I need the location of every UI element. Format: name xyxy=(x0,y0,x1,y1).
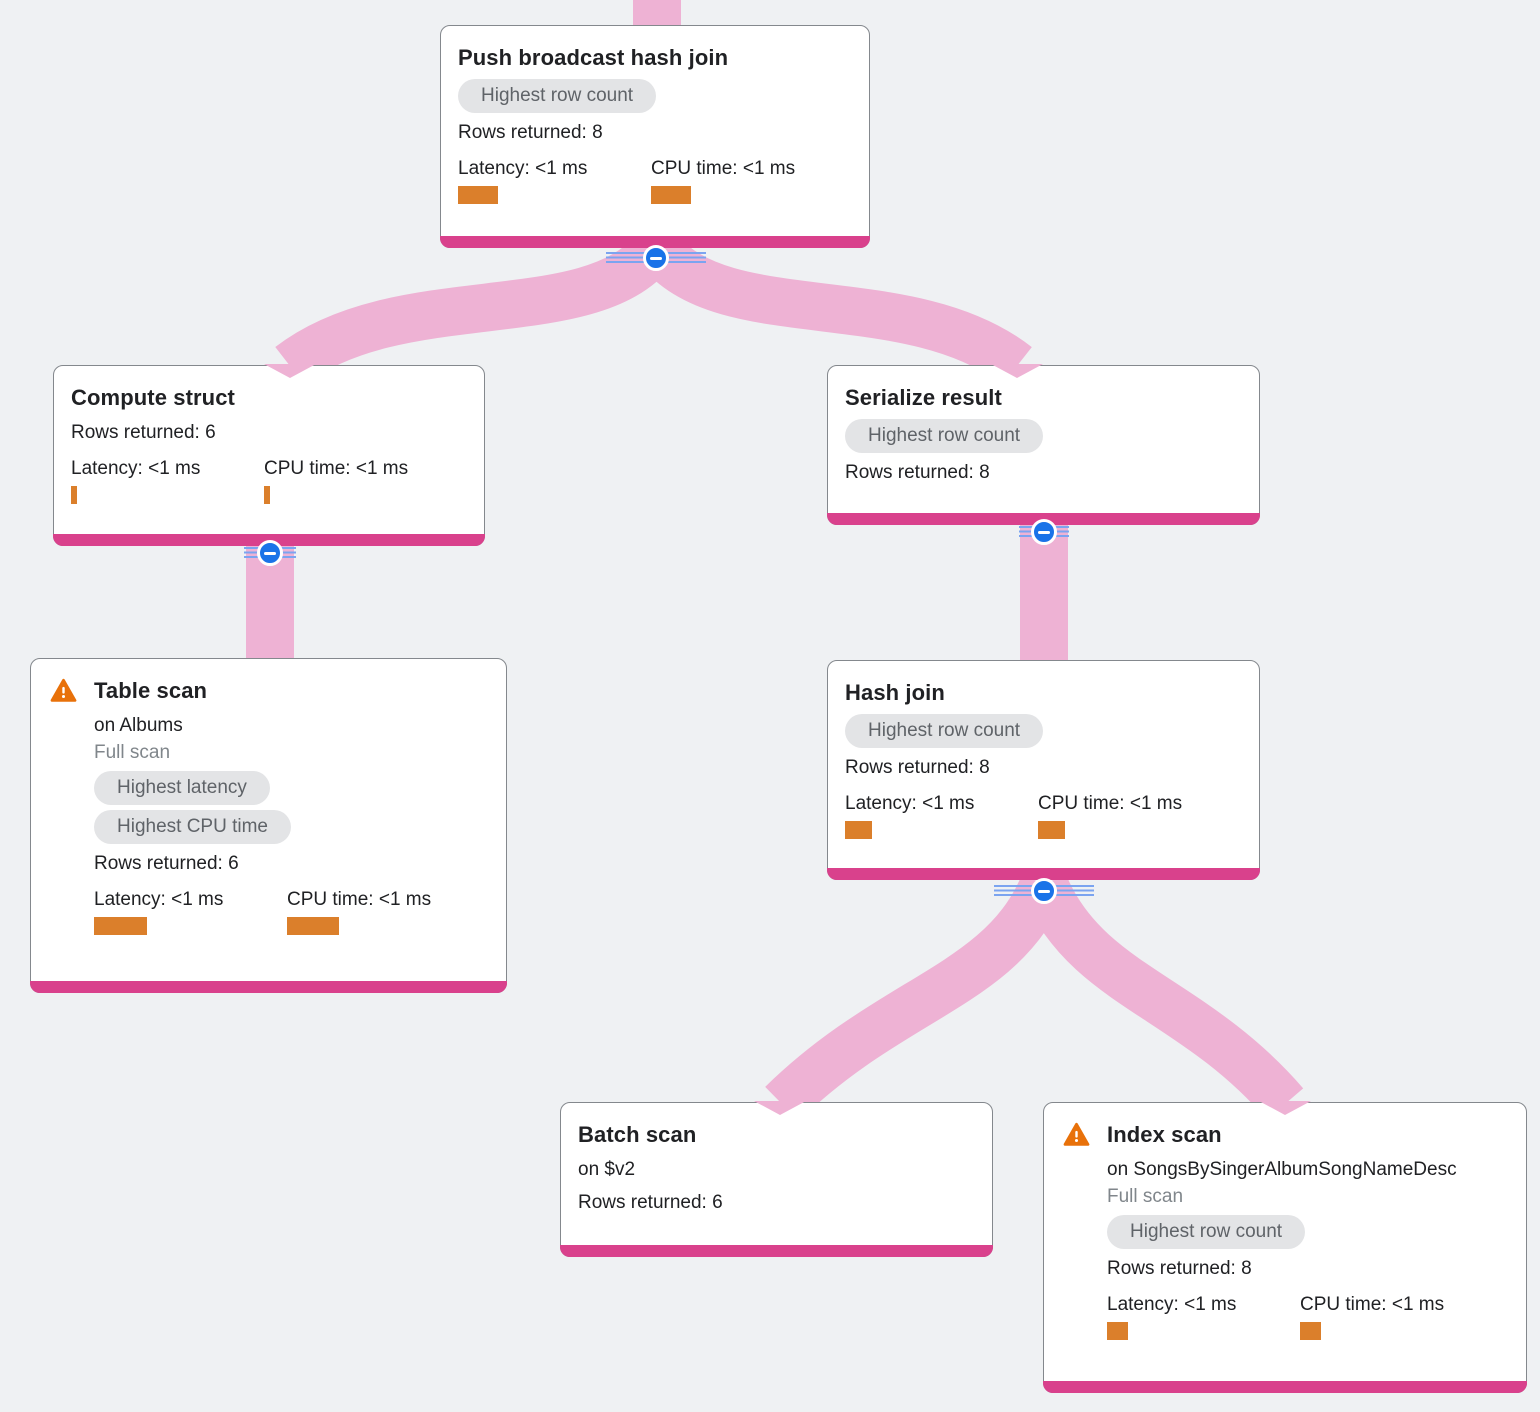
cpu-time-bar xyxy=(651,186,691,204)
ribbon-push-to-compute-struct xyxy=(275,233,673,386)
plan-node-compute-struct[interactable]: Compute struct Rows returned: 6 Latency:… xyxy=(53,365,485,546)
badge-highest-row-count: Highest row count xyxy=(845,419,1044,453)
warning-icon xyxy=(50,678,77,702)
plan-node-hash-join[interactable]: Hash join Highest row count Rows returne… xyxy=(827,660,1260,880)
plan-node-push-broadcast-hash-join[interactable]: Push broadcast hash join Highest row cou… xyxy=(440,25,870,248)
node-title: Index scan xyxy=(1107,1122,1222,1147)
minus-icon xyxy=(650,256,662,260)
plan-node-index-scan[interactable]: Index scan on SongsBySingerAlbumSongName… xyxy=(1043,1102,1527,1393)
rows-returned: Rows returned: 6 xyxy=(578,1192,723,1213)
cpu-time-label: CPU time: <1 ms xyxy=(287,889,432,910)
node-title: Hash join xyxy=(845,680,945,705)
badge-highest-row-count: Highest row count xyxy=(845,714,1044,748)
node-title: Serialize result xyxy=(845,385,1002,410)
minus-icon xyxy=(1038,889,1050,893)
rows-returned: Rows returned: 6 xyxy=(71,422,216,443)
latency-bar xyxy=(845,821,872,839)
cpu-time-bar xyxy=(1300,1322,1321,1340)
badge-highest-row-count: Highest row count xyxy=(458,79,657,113)
node-accent-bar xyxy=(560,1245,993,1257)
ribbon-hash-to-batch-scan xyxy=(765,874,1067,1122)
scan-type: Full scan xyxy=(94,742,171,763)
plan-node-table-scan[interactable]: Table scan on Albums Full scan Highest l… xyxy=(30,658,507,993)
scan-type: Full scan xyxy=(1107,1186,1184,1207)
node-title: Push broadcast hash join xyxy=(458,45,729,70)
rows-returned: Rows returned: 8 xyxy=(845,462,990,483)
cpu-time-bar xyxy=(287,917,339,935)
minus-icon xyxy=(264,551,276,555)
latency-bar xyxy=(458,186,498,204)
collapse-button-serialize-result[interactable] xyxy=(1031,519,1057,545)
node-title: Table scan xyxy=(94,678,208,703)
rows-returned: Rows returned: 8 xyxy=(458,122,603,143)
rows-returned: Rows returned: 8 xyxy=(845,757,990,778)
latency-label: Latency: <1 ms xyxy=(71,458,201,479)
ribbon-hash-to-index-scan xyxy=(1021,874,1304,1120)
plan-node-serialize-result[interactable]: Serialize result Highest row count Rows … xyxy=(827,365,1260,525)
plan-node-batch-scan[interactable]: Batch scan on $v2 Rows returned: 6 xyxy=(560,1102,993,1257)
node-accent-bar xyxy=(1043,1381,1527,1393)
cpu-time-label: CPU time: <1 ms xyxy=(651,158,796,179)
latency-bar xyxy=(94,917,147,935)
node-subtitle: on Albums xyxy=(94,715,183,736)
rows-returned: Rows returned: 6 xyxy=(94,853,239,874)
minus-icon xyxy=(1038,530,1050,534)
collapse-button-hash-join[interactable] xyxy=(1031,878,1057,904)
badge-highest-latency: Highest latency xyxy=(94,771,270,805)
cpu-time-bar xyxy=(264,486,270,504)
latency-label: Latency: <1 ms xyxy=(1107,1294,1237,1315)
node-title: Batch scan xyxy=(578,1122,697,1147)
badge-highest-row-count: Highest row count xyxy=(1107,1215,1306,1249)
node-title: Compute struct xyxy=(71,385,235,410)
latency-label: Latency: <1 ms xyxy=(94,889,224,910)
latency-bar xyxy=(1107,1322,1128,1340)
collapse-button-compute-struct[interactable] xyxy=(257,540,283,566)
node-accent-bar xyxy=(30,981,507,993)
node-subtitle: on $v2 xyxy=(578,1159,636,1180)
latency-bar xyxy=(71,486,77,504)
cpu-time-label: CPU time: <1 ms xyxy=(1038,793,1183,814)
latency-label: Latency: <1 ms xyxy=(845,793,975,814)
latency-label: Latency: <1 ms xyxy=(458,158,588,179)
node-subtitle: on SongsBySingerAlbumSongNameDesc xyxy=(1107,1159,1457,1180)
warning-icon xyxy=(1063,1122,1090,1146)
cpu-time-label: CPU time: <1 ms xyxy=(1300,1294,1445,1315)
ribbon-push-to-serialize-result xyxy=(640,233,1032,386)
cpu-time-label: CPU time: <1 ms xyxy=(264,458,409,479)
cpu-time-bar xyxy=(1038,821,1065,839)
rows-returned: Rows returned: 8 xyxy=(1107,1258,1252,1279)
collapse-button-push-broadcast[interactable] xyxy=(643,245,669,271)
badge-highest-cpu-time: Highest CPU time xyxy=(94,810,291,844)
